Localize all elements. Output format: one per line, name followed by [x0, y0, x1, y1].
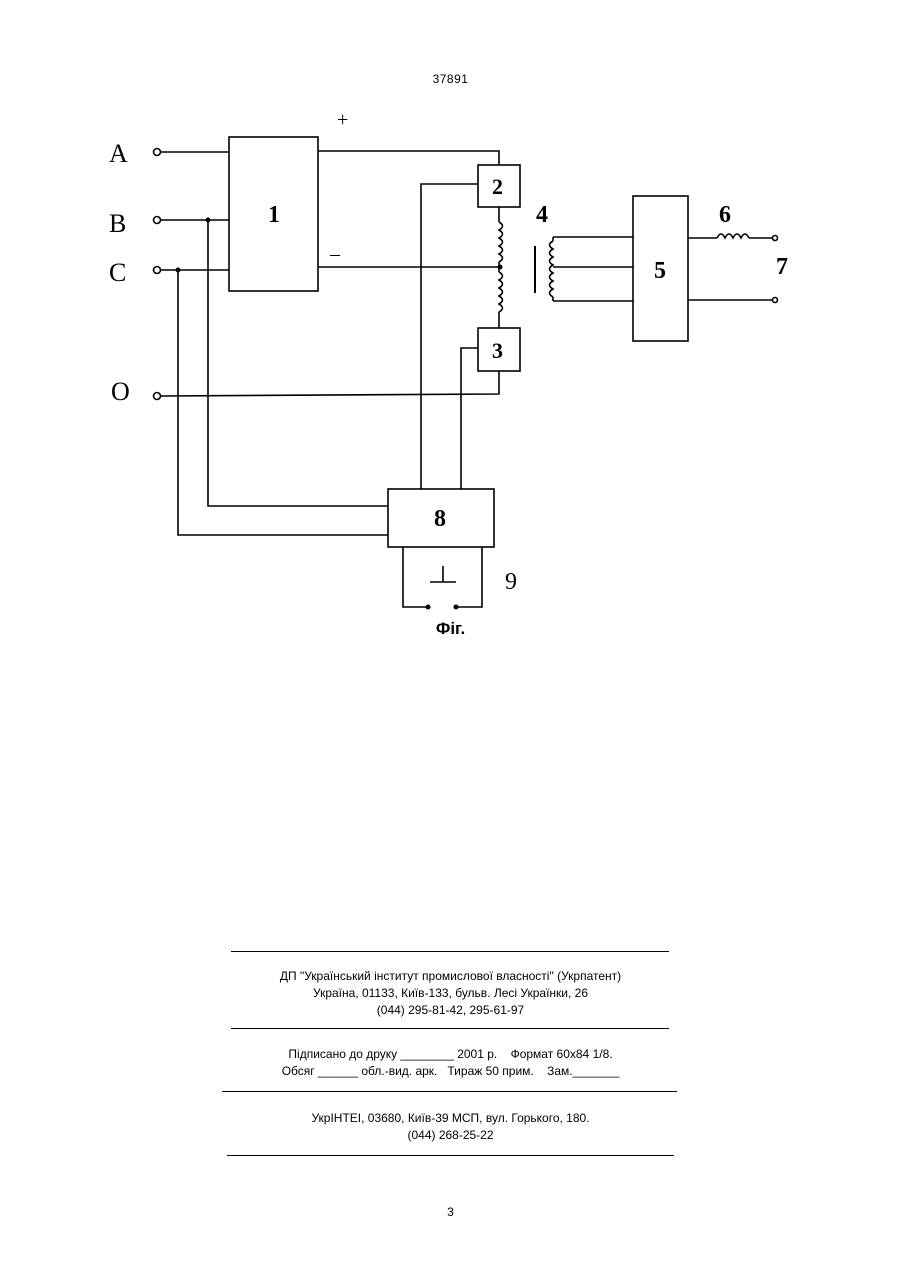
output-terminal-bottom	[773, 298, 778, 303]
print-details-2: Обсяг ______ обл.-вид. арк. Тираж 50 при…	[0, 1064, 901, 1078]
publisher-address: Україна, 01133, Київ-133, бульв. Лесі Ук…	[0, 986, 901, 1000]
footer-rule-2	[231, 1028, 669, 1029]
terminal-o-label: O	[111, 377, 130, 406]
printer-address: УкрІНТЕІ, 03680, Київ-39 МСП, вул. Горьк…	[0, 1111, 901, 1125]
output-terminal-top	[773, 236, 778, 241]
output-7-label: 7	[776, 254, 788, 280]
page-number: 3	[0, 1205, 901, 1219]
terminal-c-node	[154, 267, 161, 274]
circuit-diagram: A B C O + – 1 2 3 5 8 4 6 7 9	[0, 0, 901, 660]
plus-label: +	[337, 109, 348, 131]
switch-9-label: 9	[505, 569, 517, 595]
block-3-label: 3	[492, 338, 503, 363]
transformer-4-label: 4	[536, 202, 548, 228]
figure-caption: Фіг.	[0, 619, 901, 639]
inductor-6-label: 6	[719, 202, 731, 228]
terminal-a-node	[154, 149, 161, 156]
block-1-label: 1	[268, 202, 280, 228]
block-8-label: 8	[434, 506, 446, 532]
footer-rule-1	[231, 951, 669, 952]
terminal-b-label: B	[109, 209, 126, 238]
block-5-label: 5	[654, 258, 666, 284]
terminal-c-label: C	[109, 258, 126, 287]
terminal-o-node	[154, 393, 161, 400]
footer-rule-4	[227, 1155, 674, 1156]
footer-rule-3	[222, 1091, 677, 1092]
block-2-label: 2	[492, 174, 503, 199]
minus-label: –	[329, 243, 341, 265]
terminal-b-node	[154, 217, 161, 224]
terminal-a-label: A	[109, 139, 128, 168]
printer-phone: (044) 268-25-22	[0, 1128, 901, 1142]
print-details-1: Підписано до друку ________ 2001 р. Форм…	[0, 1047, 901, 1061]
publisher-phone: (044) 295-81-42, 295-61-97	[0, 1003, 901, 1017]
publisher-name: ДП "Український інститут промислової вла…	[0, 969, 901, 983]
